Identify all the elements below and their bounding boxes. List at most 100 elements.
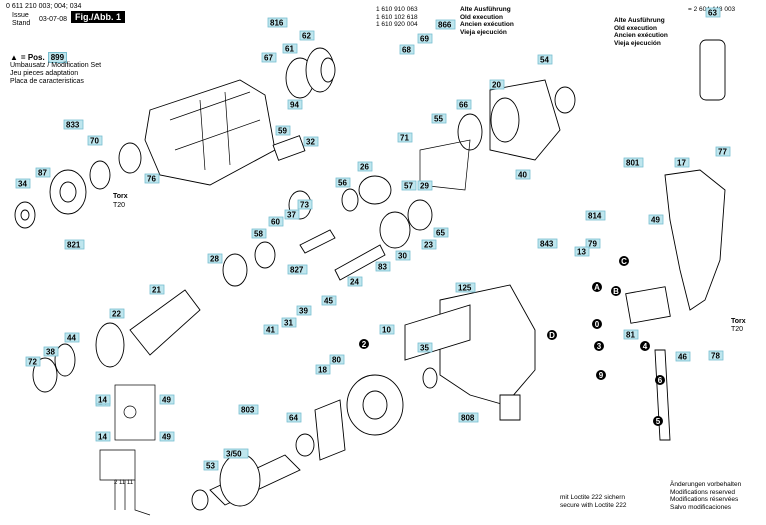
part-label: 5 [656,417,661,426]
document-numbers: 0 611 210 003; 004; 034 [6,3,82,10]
part-label: 17 [677,159,686,168]
part-label: 31 [284,319,293,328]
part-label: 78 [711,352,720,361]
part-label: 87 [38,169,47,178]
part-label-box [435,19,456,30]
part-label-box [286,412,302,423]
figure-title: Fig./Abb. 1 [71,11,125,23]
circuit-label: 49 [162,433,171,442]
part-label-circle [619,256,629,266]
part-label: 60 [271,218,280,227]
part-label: C [621,257,627,266]
part-label-box [267,17,288,28]
part-label: 35 [420,344,429,353]
part-label: 72 [28,358,37,367]
part-label: 44 [67,334,76,343]
part-label: 69 [420,35,429,44]
part-label-box [395,250,411,261]
part-label-box [515,169,531,180]
circuit-numbers: 2 11 11 [114,480,134,486]
part-label-box [275,125,291,136]
part-label: 32 [306,138,315,147]
circuit-label-box [95,431,111,442]
part-label: 46 [678,353,687,362]
part-label-box [401,180,417,191]
part-label-box [64,332,80,343]
part-label: 24 [350,278,359,287]
pos-label: = Pos. [20,53,45,62]
part-label: 38 [46,348,55,357]
part-label-circle [592,319,602,329]
part-label-box [263,324,279,335]
modification-set-text: Umbausatz / Modification Set Jeu pieces … [10,62,102,85]
part-label-box [296,305,312,316]
part-label: 94 [290,101,299,110]
part-label-box [207,253,223,264]
armature [191,433,315,511]
part-label-box [397,132,413,143]
part-label: 34 [18,180,27,189]
part-label-box [417,33,433,44]
part-label-box [456,99,472,110]
part-label: 73 [300,201,309,210]
part-label: 125 [458,284,472,293]
part-label-box [489,79,505,90]
part-label: 3 [597,342,602,351]
issue-label: Issue Stand [12,12,31,27]
part-label-box [321,295,337,306]
part-label-circle [655,375,665,385]
part-label-circle [359,339,369,349]
part-label-box [537,238,558,249]
part-label: 827 [290,266,304,275]
circuit-label: 14 [98,433,107,442]
part-label-box [417,342,433,353]
part-label-box [149,284,165,295]
part-label: B [613,287,619,296]
pos-value: 899 [47,52,68,63]
part-label-box [303,136,319,147]
circuit-label-box [95,394,111,405]
torx-label-1: Torx [113,193,128,200]
circuit-label: 14 [98,396,107,405]
part-label: 20 [492,81,501,90]
part-label: 0 [595,320,600,329]
torx-value-1: T20 [113,202,126,209]
part-label: D [549,331,555,340]
part-label-box [585,238,601,249]
old-exec-2-text: Alte Ausführung Old execution Ancien exé… [614,17,668,47]
part-label: 866 [438,21,452,30]
part-label: 22 [112,310,121,319]
part-label-box [379,324,395,335]
circuit-label: 49 [162,396,171,405]
part-label: 39 [299,307,308,316]
part-label: 10 [382,326,391,335]
part-label-box [375,261,391,272]
part-label-box [223,448,249,459]
part-label: 45 [324,297,333,306]
part-label: 76 [147,175,156,184]
part-label: 37 [287,211,296,220]
loctite-note: mit Loctite 222 sichern secure with Loct… [560,494,627,509]
part-label-box [261,52,277,63]
part-label-box [25,356,41,367]
part-label-box [284,209,300,220]
part-label-box [287,264,308,275]
part-label: 53 [206,462,215,471]
part-label: 59 [278,127,287,136]
part-label: 61 [285,45,294,54]
part-label: 21 [152,286,161,295]
part-label-circle [653,416,663,426]
triangle-icon: ▲ [10,53,18,62]
part-label-box [648,214,664,225]
part-label-box [43,346,59,357]
part-label-box [455,282,476,293]
part-label-box [357,161,373,172]
part-label: 83 [378,263,387,272]
part-label-box [715,146,731,157]
part-label: 56 [338,179,347,188]
part-label-box [268,216,284,227]
part-label-box [458,412,479,423]
part-label: 4 [643,342,648,351]
part-label: 70 [90,137,99,146]
